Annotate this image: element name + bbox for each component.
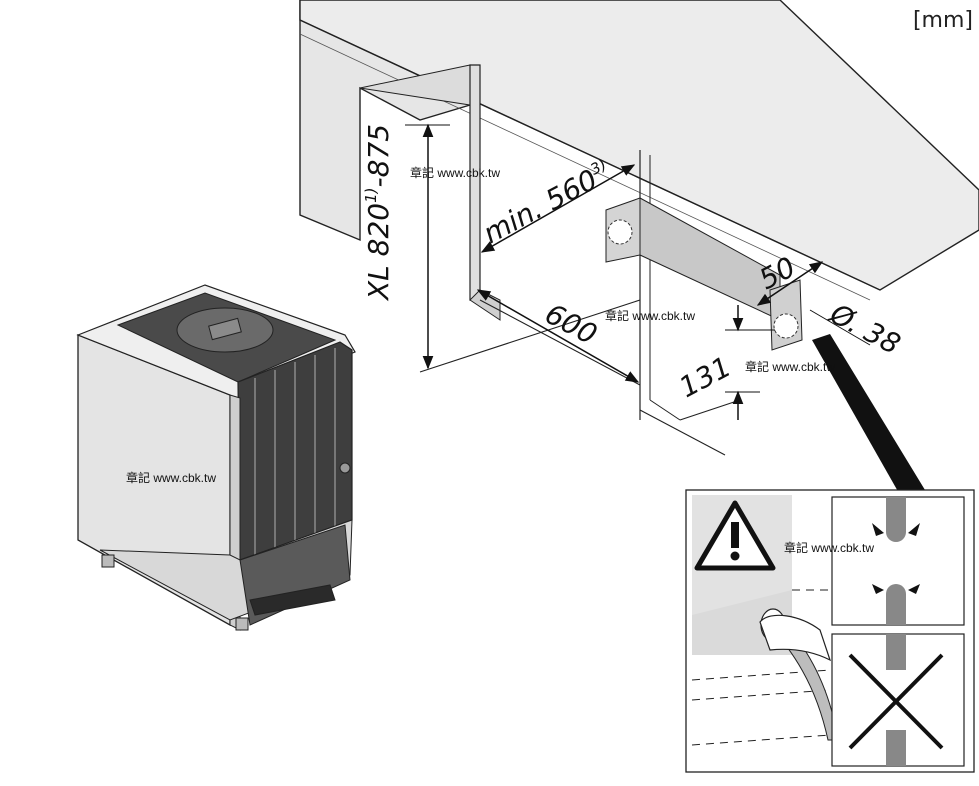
watermark: 章記 www.cbk.tw — [784, 540, 874, 555]
height-label: XL 8201)-875 — [362, 124, 395, 302]
correct-hose-panel — [831, 496, 965, 626]
watermark: 章記 www.cbk.tw — [605, 308, 695, 323]
arrow-icon — [908, 584, 920, 594]
incorrect-hose-panel — [831, 633, 965, 767]
dishwasher — [76, 284, 356, 631]
hole-height-label: 131 — [674, 350, 737, 404]
width-dimension: 600 — [476, 289, 640, 383]
arrow-icon — [872, 523, 884, 536]
watermark: 章記 www.cbk.tw — [126, 470, 216, 485]
unit-label: [mm] — [912, 8, 973, 33]
detail-box — [685, 489, 975, 773]
detail-leader — [812, 334, 925, 495]
arrow-icon — [908, 523, 920, 536]
warning-icon — [694, 500, 776, 571]
height-dimension: XL 8201)-875 — [362, 123, 450, 370]
watermark: 章記 www.cbk.tw — [745, 359, 835, 374]
watermark: 章記 www.cbk.tw — [410, 165, 500, 180]
arrow-icon — [872, 584, 884, 594]
cross-icon — [848, 653, 944, 750]
